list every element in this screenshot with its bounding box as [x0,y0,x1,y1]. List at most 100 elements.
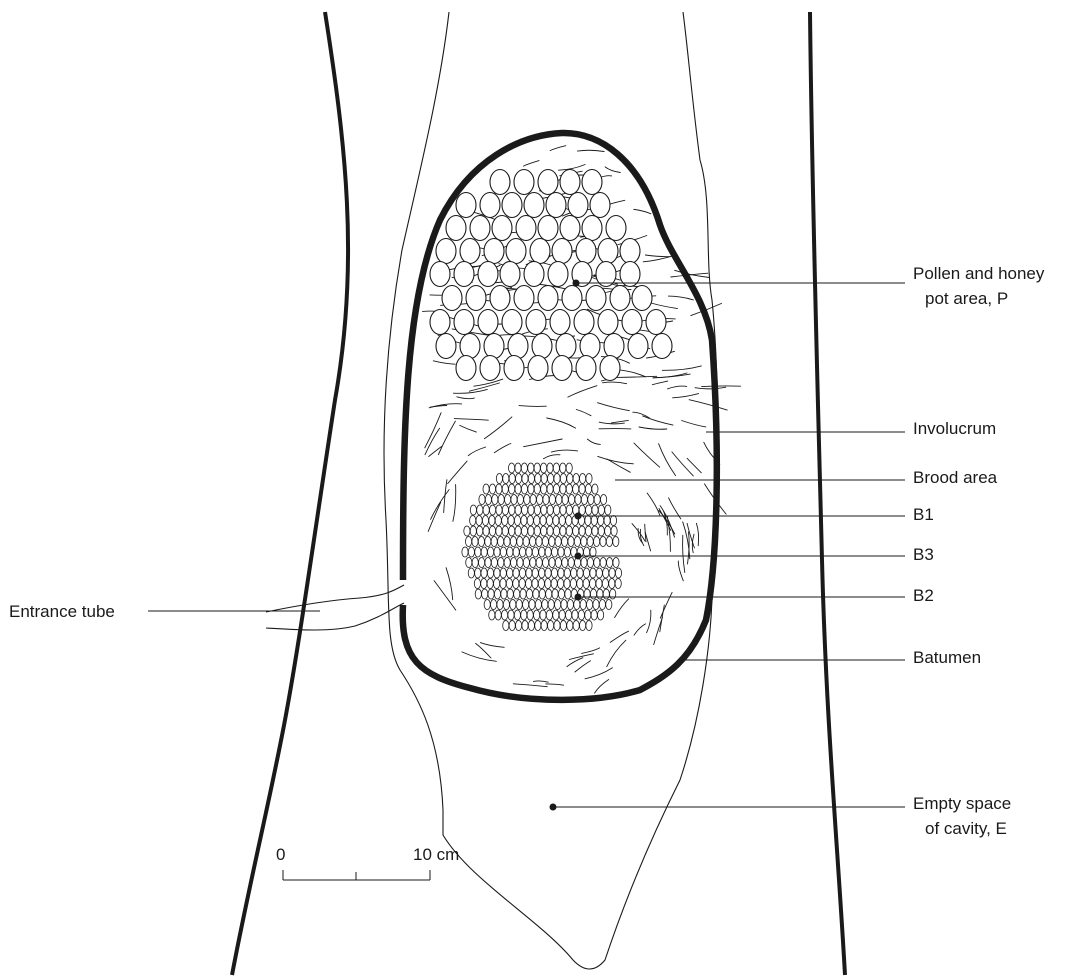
honey-pot [580,334,600,359]
honey-pot [560,170,580,195]
fiber-stroke [696,523,698,545]
brood-cell [462,547,468,557]
marker-b1 [575,513,582,520]
brood-cell [534,526,540,536]
brood-cell [592,526,598,536]
brood-cell [556,495,562,505]
brood-cell [485,537,491,547]
honey-pot [600,356,620,381]
brood-cell [549,495,555,505]
brood-cell [573,526,579,536]
brood-cell [530,495,536,505]
fiber-stroke [668,386,687,389]
brood-cell [500,568,506,578]
brood-cell [532,547,538,557]
brood-cell [522,505,528,515]
brood-cell [562,495,568,505]
brood-cell [483,484,489,494]
honey-pot [546,193,566,218]
brood-cell [547,463,553,473]
brood-cell [571,568,577,578]
brood-cell [485,495,491,505]
marker-pollen [573,280,580,287]
brood-cell [527,516,533,526]
brood-cell [485,558,491,568]
fiber-stroke [643,416,673,425]
fiber-stroke [523,161,539,167]
brood-cell [475,589,481,599]
brood-cell [514,589,520,599]
fiber-stroke [595,680,609,694]
brood-cell [477,526,483,536]
brood-cell [481,568,487,578]
brood-cell [519,568,525,578]
brood-cell [534,505,540,515]
brood-cell [548,621,554,631]
brood-cell [517,495,523,505]
fiber-stroke [607,459,630,472]
honey-pot [460,334,480,359]
honey-pot [454,310,474,335]
brood-cell [604,516,610,526]
brood-cell [602,579,608,589]
brood-cell [513,579,519,589]
brood-cell [569,495,575,505]
brood-cell [578,610,584,620]
fiber-stroke [513,684,547,687]
brood-cell [596,579,602,589]
honey-pot [456,193,476,218]
brood-cell [530,537,536,547]
brood-cell [521,610,527,620]
fiber-stroke [695,387,726,389]
brood-cell [523,558,529,568]
brood-cell [555,600,561,610]
honey-pot [502,193,522,218]
brood-cell [592,484,598,494]
brood-cell [548,474,554,484]
brood-cell [565,589,571,599]
honey-pot [620,239,640,264]
brood-cell [472,558,478,568]
brood-cell [470,526,476,536]
brood-cell [605,505,611,515]
brood-cell [609,568,615,578]
brood-cell [508,516,514,526]
brood-cell [507,568,513,578]
brood-cell [532,579,538,589]
fiber-stroke [468,447,485,456]
brood-cell [503,474,509,484]
brood-cell [522,621,528,631]
brood-cell [494,547,500,557]
brood-cell [484,600,490,610]
brood-cell [527,610,533,620]
brood-cell [570,579,576,589]
brood-cell [483,526,489,536]
brood-cell [549,558,555,568]
honey-pot [552,356,572,381]
trunk-right-wall [810,12,845,975]
brood-cell [549,537,555,547]
brood-cell [488,589,494,599]
honey-pot [500,262,520,287]
brood-cell [581,558,587,568]
fiber-stroke [543,455,560,459]
brood-cell [530,558,536,568]
brood-cell [564,547,570,557]
brood-cell [554,505,560,515]
brood-cell [501,589,507,599]
brood-cell [583,579,589,589]
fiber-stroke [647,610,651,633]
brood-cell [475,547,481,557]
brood-cell [547,505,553,515]
brood-cell [566,463,572,473]
fiber-stroke [689,400,727,410]
brood-cell [541,463,547,473]
scale-bar: 0 10 cm [276,845,459,880]
brood-cell [564,568,570,578]
brood-cell [502,526,508,536]
brood-cell [541,505,547,515]
brood-cell [534,610,540,620]
brood-cell [551,579,557,589]
brood-cell [594,558,600,568]
brood-cell [536,558,542,568]
